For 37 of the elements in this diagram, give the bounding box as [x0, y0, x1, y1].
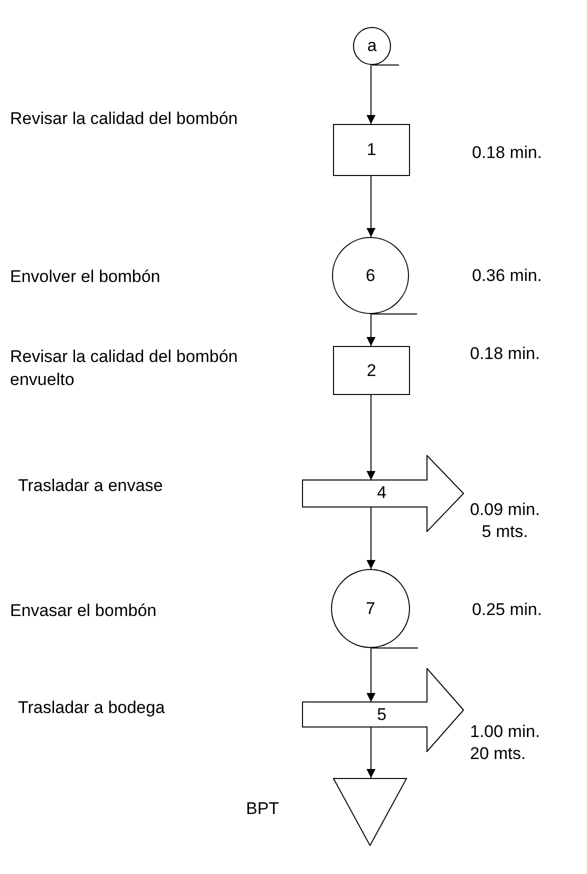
arrow — [366, 64, 376, 124]
step-description: Envasar el bombón — [10, 600, 158, 622]
time-label: 0.36 min. — [472, 265, 542, 287]
arrow — [366, 506, 376, 570]
step-description: Revisar la calidad del bombón envuelto — [10, 346, 239, 391]
step-description: Envolver el bombón — [10, 266, 162, 288]
arrow — [366, 726, 376, 778]
arrow — [366, 176, 376, 238]
step-number: 4 — [377, 483, 386, 503]
step-description: Revisar la calidad del bombón — [10, 108, 239, 130]
step-number: 5 — [377, 705, 386, 725]
time-label: 0.09 min. — [470, 499, 540, 521]
time-label: 1.00 min. — [470, 721, 540, 743]
storage-label: BPT — [246, 798, 280, 820]
operation-circle — [353, 27, 391, 65]
arrow — [366, 394, 376, 480]
step-number: a — [367, 36, 377, 56]
inspection-box — [333, 124, 410, 176]
time-label: 0.25 min. — [472, 599, 542, 621]
operation-circle — [332, 237, 409, 314]
step-description: Trasladar a bodega — [18, 697, 166, 719]
arrow — [366, 314, 376, 346]
distance-label: 5 mts. — [480, 521, 528, 543]
operation-circle — [331, 569, 410, 648]
time-label: 0.18 min. — [472, 142, 542, 164]
storage-triangle — [333, 778, 407, 846]
transport-symbol — [302, 668, 464, 752]
step-number: 7 — [366, 598, 376, 618]
time-label: 0.18 min. — [470, 343, 540, 365]
distance-label: 20 mts. — [470, 743, 526, 765]
transport-symbol — [302, 455, 464, 532]
step-description: Trasladar a envase — [18, 475, 164, 497]
step-number: 1 — [366, 140, 376, 160]
step-number: 6 — [366, 266, 376, 286]
step-number: 2 — [366, 360, 376, 380]
inspection-box — [333, 346, 410, 395]
arrow — [366, 648, 376, 702]
